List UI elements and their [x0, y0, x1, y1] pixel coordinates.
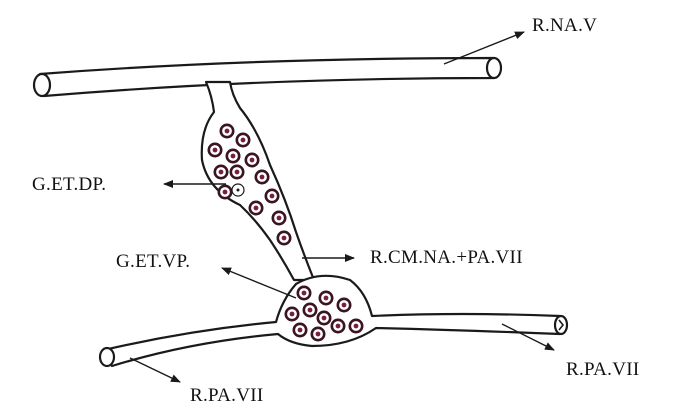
- ganglion-cell: [219, 186, 231, 198]
- ganglion-cell: [304, 304, 316, 316]
- ganglion-cell: [350, 320, 362, 332]
- ganglion-cell: [286, 308, 298, 320]
- arrow-get-vp: [222, 268, 296, 298]
- label-rna-v: R.NA.V: [532, 16, 597, 35]
- label-rcm: R.CM.NA.+PA.VII: [370, 248, 523, 267]
- ganglion-cell: [231, 166, 243, 178]
- ganglion-cell: [298, 287, 310, 299]
- ganglion-cell: [312, 328, 324, 340]
- ganglion-cell: [250, 202, 262, 214]
- ganglion-cell: [227, 150, 239, 162]
- label-get-dp: G.ET.DP.: [32, 175, 106, 194]
- ganglion-cell: [338, 299, 350, 311]
- ganglion-cell: [221, 125, 233, 137]
- ganglion-cell: [215, 166, 227, 178]
- label-rpa-left: R.PA.VII: [190, 386, 264, 405]
- ganglion-cell: [320, 292, 332, 304]
- upper-nerve-trunk: [34, 58, 501, 96]
- ganglion-cell: [294, 324, 306, 336]
- arrow-rpa-left: [130, 358, 180, 382]
- ganglion-cell: [318, 312, 330, 324]
- ganglion-cell: [266, 190, 278, 202]
- ganglion-cell: [332, 320, 344, 332]
- ganglion-cell: [273, 212, 285, 224]
- ganglion-cell: [237, 134, 249, 146]
- label-rpa-right: R.PA.VII: [566, 360, 640, 379]
- ganglion-small-dot: [237, 189, 240, 192]
- ganglion-cell: [209, 144, 221, 156]
- ganglion-cell: [256, 171, 268, 183]
- ganglion-cell: [246, 154, 258, 166]
- label-get-vp: G.ET.VP.: [116, 252, 190, 271]
- ganglion-cell: [278, 232, 290, 244]
